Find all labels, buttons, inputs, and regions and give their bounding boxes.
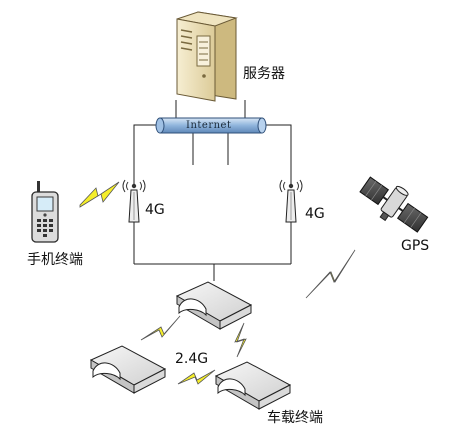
lightning-icon xyxy=(140,315,181,341)
vehicle-terminal-label: 车载终端 xyxy=(267,410,323,426)
satellite-icon xyxy=(359,176,429,233)
internet-label: Internet xyxy=(186,120,232,131)
antenna-icon xyxy=(122,179,146,223)
lightning-icon xyxy=(79,181,120,208)
phone-icon xyxy=(31,181,59,243)
phone-label: 手机终端 xyxy=(27,252,83,268)
lightning-icon xyxy=(234,322,247,358)
vehicle-terminal-icon xyxy=(214,361,292,410)
lightning-icon xyxy=(177,369,216,385)
antenna-icon xyxy=(279,179,303,223)
link-24g-label: 2.4G xyxy=(175,351,209,367)
gps-label: GPS xyxy=(401,238,430,254)
internet-bus xyxy=(155,117,267,134)
server-icon xyxy=(176,11,238,102)
vehicle-terminal-icon xyxy=(89,345,167,394)
lightning-icon xyxy=(305,249,356,299)
tower-right-label: 4G xyxy=(305,206,325,222)
vehicle-terminal-icon xyxy=(175,281,253,330)
tower-left-label: 4G xyxy=(145,202,165,218)
connection-lines xyxy=(133,100,292,281)
server-label: 服务器 xyxy=(243,66,285,82)
